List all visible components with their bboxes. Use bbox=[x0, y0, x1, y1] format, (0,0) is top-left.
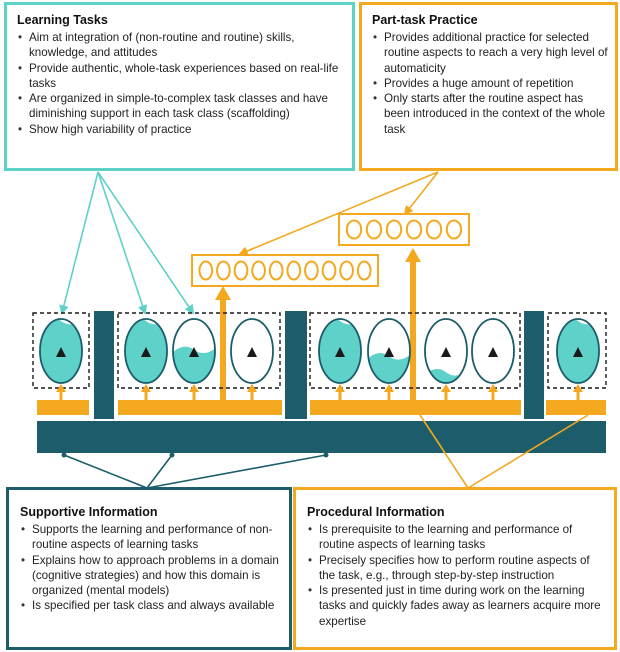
practice-item-circle bbox=[268, 260, 284, 281]
practice-item-circle bbox=[365, 219, 383, 240]
task-support-arrow bbox=[247, 384, 257, 400]
task-support-arrow bbox=[335, 384, 345, 400]
supportive-info-connector-dots bbox=[61, 452, 329, 458]
practice-item-circle bbox=[216, 260, 231, 281]
learning-task-circle bbox=[39, 318, 83, 384]
learning-task-circle bbox=[230, 318, 274, 384]
practice-item-circle bbox=[233, 260, 249, 281]
supportive-info-connectors bbox=[63, 454, 327, 489]
task-support-arrow bbox=[56, 384, 66, 400]
learning-task-circle bbox=[172, 318, 216, 384]
practice-item-circle bbox=[286, 260, 302, 281]
list-item: Provides a huge amount of repetition bbox=[373, 76, 609, 92]
learning-task-circle bbox=[367, 318, 411, 384]
practice-item-circle bbox=[425, 219, 443, 240]
practice-item-circle bbox=[405, 219, 423, 240]
part-task-practice-title: Part-task Practice bbox=[372, 13, 478, 27]
supportive-information-title: Supportive Information bbox=[20, 505, 158, 519]
task-support-arrow bbox=[141, 384, 151, 400]
task-support-arrow bbox=[189, 384, 199, 400]
procedural-information-title: Procedural Information bbox=[307, 505, 445, 519]
list-item: Precisely specifies how to perform routi… bbox=[308, 553, 608, 584]
learning-task-connectors bbox=[59, 171, 195, 315]
list-item: Is specified per task class and always a… bbox=[21, 598, 283, 614]
supportive-information-list: Supports the learning and performance of… bbox=[20, 522, 283, 614]
learning-tasks-box: Learning Tasks Aim at integration of (no… bbox=[4, 2, 355, 171]
task-support-arrow bbox=[441, 384, 451, 400]
practice-item-circle bbox=[445, 219, 463, 240]
task-support-arrow bbox=[573, 384, 583, 400]
practice-item-circle bbox=[345, 219, 363, 240]
procedural-information-list: Is prerequisite to the learning and perf… bbox=[307, 522, 608, 629]
list-item: Is prerequisite to the learning and perf… bbox=[308, 522, 608, 553]
list-item: Provides additional practice for selecte… bbox=[373, 30, 609, 76]
practice-item-circle bbox=[321, 260, 337, 281]
list-item: Are organized in simple-to-complex task … bbox=[18, 91, 344, 122]
learning-tasks-list: Aim at integration of (non-routine and r… bbox=[17, 30, 344, 137]
practice-item-circle bbox=[304, 260, 319, 281]
supportive-structure bbox=[37, 311, 606, 453]
task-support-arrow bbox=[384, 384, 394, 400]
learning-tasks-title: Learning Tasks bbox=[17, 13, 108, 27]
list-item: Show high variability of practice bbox=[18, 122, 344, 138]
practice-item-circle bbox=[251, 260, 266, 281]
procedural-info-connectors bbox=[419, 414, 589, 489]
learning-task-circle bbox=[424, 318, 468, 384]
practice-item-circle bbox=[356, 260, 372, 281]
part-task-practice-list: Provides additional practice for selecte… bbox=[372, 30, 609, 137]
task-support-arrow bbox=[488, 384, 498, 400]
list-item: Is presented just in time during work on… bbox=[308, 583, 608, 629]
procedural-information-box: Procedural Information Is prerequisite t… bbox=[293, 487, 617, 650]
part-task-practice-groups bbox=[191, 213, 470, 287]
practice-item-circle bbox=[339, 260, 354, 281]
list-item: Aim at integration of (non-routine and r… bbox=[18, 30, 344, 61]
practice-group bbox=[191, 254, 379, 287]
practice-feed-arrows bbox=[215, 248, 421, 404]
practice-item-circle bbox=[385, 219, 403, 240]
part-task-practice-box: Part-task Practice Provides additional p… bbox=[359, 2, 618, 171]
list-item: Provide authentic, whole-task experience… bbox=[18, 61, 344, 92]
learning-task-circles bbox=[39, 318, 600, 384]
practice-item-circle bbox=[198, 260, 214, 281]
learning-task-circle bbox=[556, 318, 600, 384]
learning-task-circle bbox=[124, 318, 168, 384]
list-item: Explains how to approach problems in a d… bbox=[21, 553, 283, 599]
learning-task-circle bbox=[471, 318, 515, 384]
list-item: Supports the learning and performance of… bbox=[21, 522, 283, 553]
learning-task-circle bbox=[318, 318, 362, 384]
list-item: Only starts after the routine aspect has… bbox=[373, 91, 609, 137]
supportive-information-box: Supportive Information Supports the lear… bbox=[6, 487, 292, 650]
practice-group bbox=[338, 213, 470, 246]
task-support-arrows bbox=[56, 384, 583, 400]
routine-bars bbox=[37, 400, 606, 415]
